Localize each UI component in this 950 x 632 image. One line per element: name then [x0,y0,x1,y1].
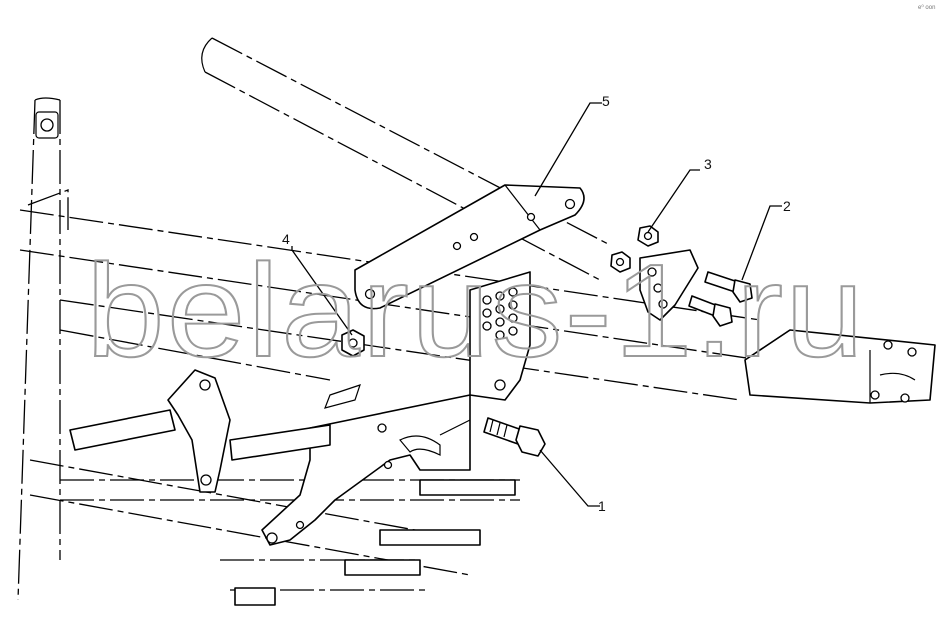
hole-pattern [482,287,518,340]
corner-mark: e⁰ oon [918,4,935,11]
leader-5 [534,102,602,197]
bolt-upper-right [704,271,753,303]
nut-upper [637,225,659,247]
callout-2: 2 [783,198,791,214]
callout-5: 5 [602,93,610,109]
leader-4 [291,246,353,336]
center-hole-plate [469,271,531,401]
small-angle-bracket [639,249,699,321]
link-bar [354,184,585,310]
lower-bracket-assembly [69,369,516,606]
callout-3: 3 [704,156,712,172]
callout-1: 1 [598,498,606,514]
nut-lower [610,251,631,273]
leader-lines [291,102,782,507]
callout-labels: 1 2 3 4 5 [282,93,791,514]
watermark-text: belarus-1.ru [86,237,866,384]
callout-4: 4 [282,231,290,247]
leader-3 [647,169,700,233]
bolt-lower-right [688,295,733,327]
nut-left [341,329,365,357]
leader-1 [539,449,600,507]
bolt-lower [483,417,546,457]
right-mount-plate [744,329,936,404]
leader-2 [741,205,782,281]
